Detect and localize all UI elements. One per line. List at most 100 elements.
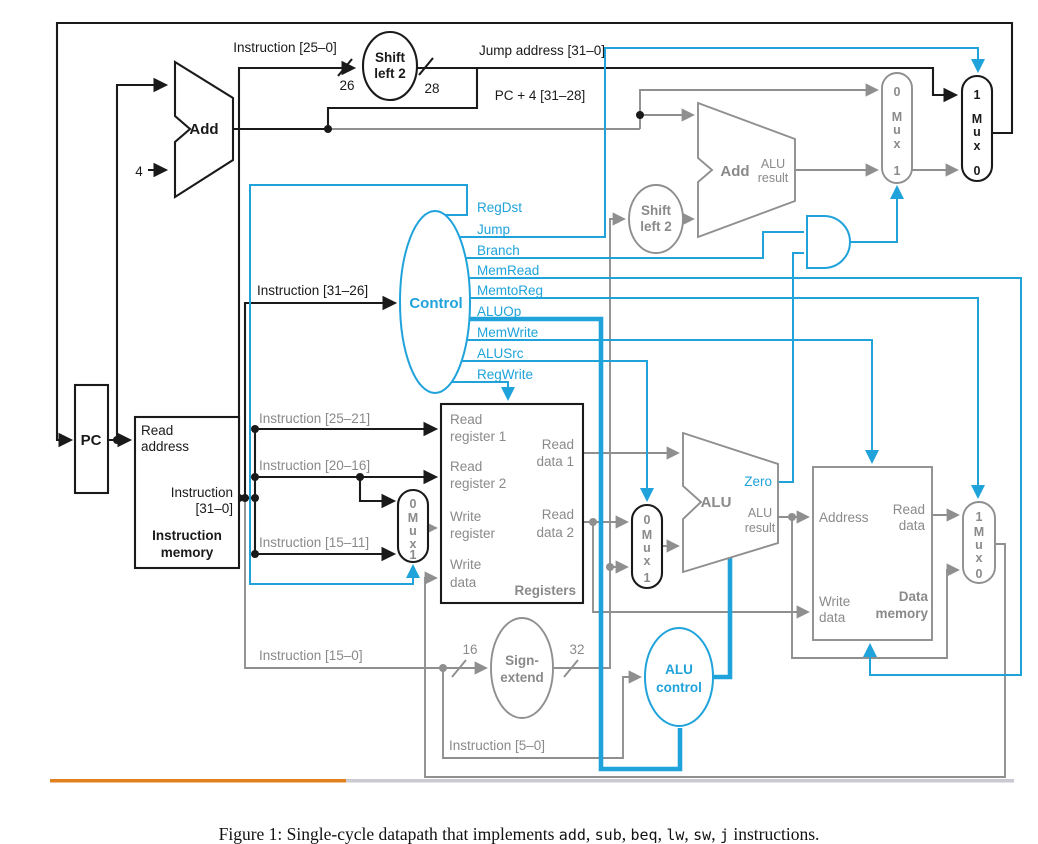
mux-pcsrc-u: u: [893, 123, 901, 137]
alu-zero: Zero: [744, 474, 772, 489]
wire-regwrite: [452, 381, 515, 401]
datapath-diagram: Add Shift left 2 PC Read address Instruc…: [50, 21, 1022, 783]
reg-wdb: data: [450, 575, 477, 590]
wire-labels: Instruction [25–0] Jump address [31–0] 2…: [135, 40, 605, 753]
imem-title2: memory: [161, 545, 214, 560]
label-26: 26: [339, 78, 354, 93]
label-instr-15-11: Instruction [15–11]: [259, 535, 369, 550]
badder-alu: ALU: [761, 157, 785, 171]
dmem-wdata: data: [819, 610, 846, 625]
imem-31-0: [31–0]: [195, 501, 233, 516]
mux-jump-1: 1: [974, 88, 981, 102]
wire-branch: [466, 231, 804, 259]
pc-adder: Add: [173, 60, 235, 199]
aluctl-line2: control: [656, 680, 702, 695]
pc-label: PC: [81, 432, 102, 449]
reg-rr2a: Read: [450, 459, 482, 474]
alu: ALU ALU result Zero: [682, 431, 779, 574]
label-instr-31-26: Instruction [31–26]: [257, 283, 368, 298]
mux-m2r-0: 0: [976, 567, 983, 581]
mux-regdst-u: u: [409, 524, 417, 538]
alu-result2: result: [745, 521, 776, 535]
mux-regdst-m: M: [408, 511, 418, 525]
dmem-address: Address: [819, 510, 869, 525]
mux-alusrc-0: 0: [644, 513, 651, 527]
label-regwrite: RegWrite: [477, 367, 533, 382]
reg-wda: Write: [450, 557, 481, 572]
pc-register: PC: [73, 383, 110, 495]
mux-m2r-x: x: [976, 551, 983, 565]
sign-extend-unit: Sign- extend: [490, 617, 554, 719]
shl2j-line1: Shift: [375, 50, 405, 65]
control-unit: Control: [399, 210, 471, 394]
caption-mnemonic: add: [558, 825, 586, 844]
caption-mnemonic: sw: [693, 825, 712, 844]
badder-add: Add: [720, 163, 749, 180]
mux-m2r-1: 1: [976, 510, 983, 524]
reg-title: Registers: [514, 583, 576, 598]
wire-instr-15-0-v: [244, 498, 488, 675]
wire-rd2-to-wdata: [592, 522, 810, 619]
label-instr-15-0: Instruction [15–0]: [259, 648, 363, 663]
label-instr-25-0: Instruction [25–0]: [233, 40, 337, 55]
wire-zero: [778, 252, 804, 483]
wire-jump: [460, 47, 985, 238]
label-16: 16: [462, 642, 477, 657]
caption-text: ,: [657, 823, 667, 844]
mux-regdst-x: x: [410, 537, 417, 551]
label-instr-5-0: Instruction [5–0]: [449, 738, 545, 753]
mux-m2r-u: u: [975, 538, 983, 552]
divider-gray-bar: [346, 779, 1014, 783]
figure-caption: Figure 1: Single-cycle datapath that imp…: [0, 824, 1038, 844]
label-regdst: RegDst: [477, 200, 522, 215]
caption-text: ,: [585, 823, 595, 844]
label-aluop: ALUOp: [477, 304, 521, 319]
mux-pcsrc-1: 1: [894, 164, 901, 178]
dmem-rdata: data: [899, 518, 926, 533]
control-signal-wires: [249, 47, 1022, 772]
badder-result: result: [758, 171, 789, 185]
reg-rd2b: data 2: [536, 525, 574, 540]
mux-pcsrc-m: M: [892, 110, 902, 124]
mux-alusrc-m: M: [642, 528, 652, 542]
mux-pcsrc: 0 M u x 1: [881, 72, 913, 184]
wire-pc-to-add: [115, 77, 169, 440]
shl2b-line1: Shift: [641, 203, 671, 218]
label-32: 32: [569, 642, 584, 657]
and-gate: [806, 215, 851, 269]
mux-jump-m: M: [972, 112, 982, 126]
wire-instr-5-0: [442, 668, 642, 759]
alu-label: ALU: [701, 494, 732, 511]
label-alusrc: ALUSrc: [477, 346, 524, 361]
mux-alusrc-u: u: [643, 541, 651, 555]
label-28: 28: [424, 81, 439, 96]
branch-adder: Add ALU result: [697, 101, 796, 239]
wire-instr-31-26: [243, 295, 398, 498]
caption-mnemonic: j: [719, 825, 729, 844]
label-instr-20-16: Instruction [20–16]: [259, 458, 370, 473]
signext-line2: extend: [500, 670, 544, 685]
mux-jump-0: 0: [974, 164, 981, 178]
reg-rr2b: register 2: [450, 476, 506, 491]
caption-text: ,: [621, 823, 631, 844]
wire-memread: [469, 277, 1022, 676]
mux-jump-u: u: [973, 125, 981, 139]
wire-writeback-return: [424, 543, 1006, 778]
black-wires: [55, 21, 1014, 562]
wire-aluop: [469, 316, 683, 772]
instruction-memory: Read address Instruction [31–0] Instruct…: [133, 415, 241, 570]
imem-title1: Instruction: [152, 528, 222, 543]
reg-rd1b: data 1: [536, 454, 574, 469]
mux-jump-x: x: [974, 139, 981, 153]
wire-20-16-to-mux: [358, 477, 397, 509]
label-jump: Jump: [477, 222, 510, 237]
reg-rr1a: Read: [450, 412, 482, 427]
shl2j-line2: left 2: [374, 66, 406, 81]
reg-rr1b: register 1: [450, 429, 506, 444]
wire-aluresult-to-mux0: [791, 517, 960, 659]
wire-regdst: [249, 184, 468, 585]
mux-regdst: 0 M u x 1: [396, 488, 430, 564]
imem-address: address: [141, 439, 189, 454]
mux-alusrc-1: 1: [644, 571, 651, 585]
label-instr-25-21: Instruction [25–21]: [259, 411, 370, 426]
